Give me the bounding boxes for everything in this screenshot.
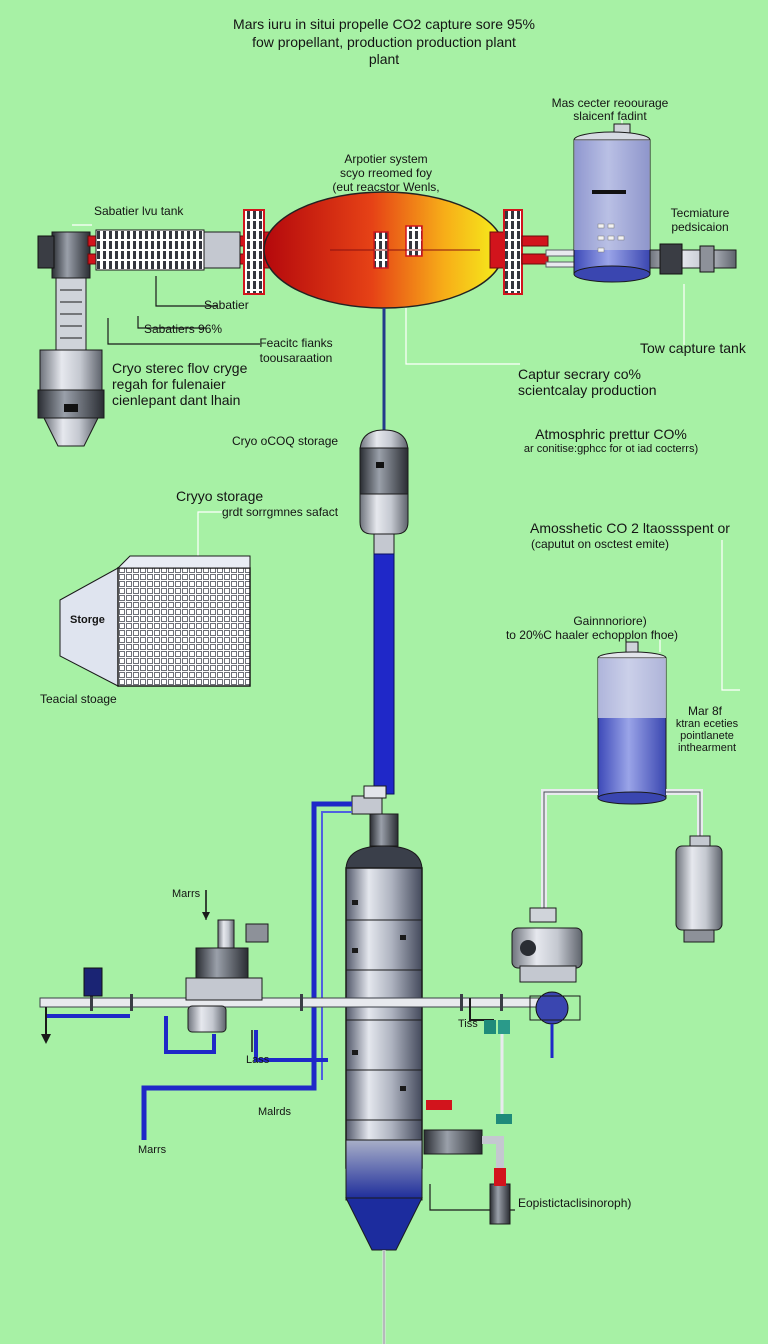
label-gain-2: to 20%C haaler echopplon fhoe) bbox=[505, 628, 679, 642]
label-capture-2: scientcalay production bbox=[518, 382, 657, 398]
title-line-1: Mars iuru in situi propelle CO2 capture … bbox=[233, 16, 535, 32]
label-capture-1: Captur secrary co% bbox=[518, 366, 641, 382]
sabatier-tank-unit bbox=[37, 231, 105, 447]
label-arpotier-3: (eut reacstor Wenls, bbox=[332, 180, 440, 194]
label-atmos-2a: Amosshetic CO 2 ltaossspent or bbox=[530, 520, 730, 536]
label-sabatiers-pct: Sabatiers 96% bbox=[144, 322, 223, 336]
label-lass: Lass bbox=[246, 1054, 270, 1066]
label-reactic-flanks-1: Feacitc fianks bbox=[259, 336, 333, 350]
label-teacial-storage: Teacial stoage bbox=[40, 692, 117, 706]
lower-fittings bbox=[423, 1100, 511, 1225]
label-marrs-2: Marrs bbox=[138, 1144, 167, 1156]
label-mar-2: ktran eceties bbox=[675, 718, 739, 730]
label-sabatier-tank: Sabatier lvu tank bbox=[94, 204, 184, 218]
co2-transport-tank bbox=[529, 641, 723, 943]
label-atmos-1b: ar conitise:gphcc for ot iad cocterrs) bbox=[523, 443, 699, 455]
label-cryo-flow-1: Cryo sterec flov cryge bbox=[112, 360, 248, 376]
title-line-3: plant bbox=[368, 51, 400, 67]
label-tiss: Tiss bbox=[458, 1018, 478, 1030]
label-arpotier-1: Arpotier system bbox=[344, 152, 428, 166]
title-line-2: fow propellant, production production pl… bbox=[252, 34, 516, 50]
label-atmos-2b: (caputut on osctest emite) bbox=[530, 537, 670, 551]
label-gain-1: Gainnnoriore) bbox=[573, 614, 647, 628]
label-marrs-1: Marrs bbox=[172, 888, 201, 900]
label-atmos-1a: Atmosphric prettur CO% bbox=[535, 426, 687, 442]
label-arpotier-2: scyo rreomed foy bbox=[339, 166, 433, 180]
right-compressor-cluster bbox=[469, 927, 583, 1124]
label-malrds: Malrds bbox=[258, 1106, 292, 1118]
label-mar-1: Mar 8f bbox=[687, 704, 722, 718]
arpotier-reactor bbox=[263, 191, 505, 432]
label-mar-3: pointlanete bbox=[680, 730, 734, 742]
sabatier-feed-pipes bbox=[87, 209, 279, 295]
left-pump-cluster bbox=[185, 890, 269, 1052]
mars-vector-tank bbox=[573, 123, 737, 283]
label-cryo-storage-1: Cryyo storage bbox=[176, 488, 264, 504]
label-storage-box: Storge bbox=[70, 614, 105, 626]
storage-grid-box bbox=[59, 555, 251, 687]
label-cryo-co2: Cryo oCOQ storage bbox=[232, 434, 339, 448]
label-electro: Eopistictaclisinoroph) bbox=[518, 1196, 632, 1210]
label-tow-capture: Tow capture tank bbox=[640, 340, 746, 356]
label-mars-vector-1: Mas cecter reoourage bbox=[551, 96, 669, 110]
main-column bbox=[345, 785, 423, 1344]
label-techniature-1: Tecmiature bbox=[670, 206, 730, 220]
blue-pipe-network bbox=[46, 801, 352, 1140]
label-sabatier: Sabatier bbox=[204, 298, 249, 312]
leader-lines bbox=[72, 118, 740, 691]
horizontal-header-pipe bbox=[39, 967, 561, 1044]
label-mar-4: inthearment bbox=[677, 742, 737, 754]
label-cryo-flow-2: regah for fulenaier bbox=[112, 376, 226, 392]
label-techniature-2: pedsicaion bbox=[671, 220, 729, 234]
label-cryo-flow-3: cienlepant dant lhain bbox=[112, 392, 241, 408]
label-mars-vector-2: slaicenf fadint bbox=[573, 109, 647, 123]
label-reactic-flanks-2: toousaraation bbox=[259, 351, 333, 365]
cryo-co2-capsule bbox=[359, 429, 409, 795]
label-cryo-storage-2: grdt sorrgmnes safact bbox=[222, 505, 339, 519]
